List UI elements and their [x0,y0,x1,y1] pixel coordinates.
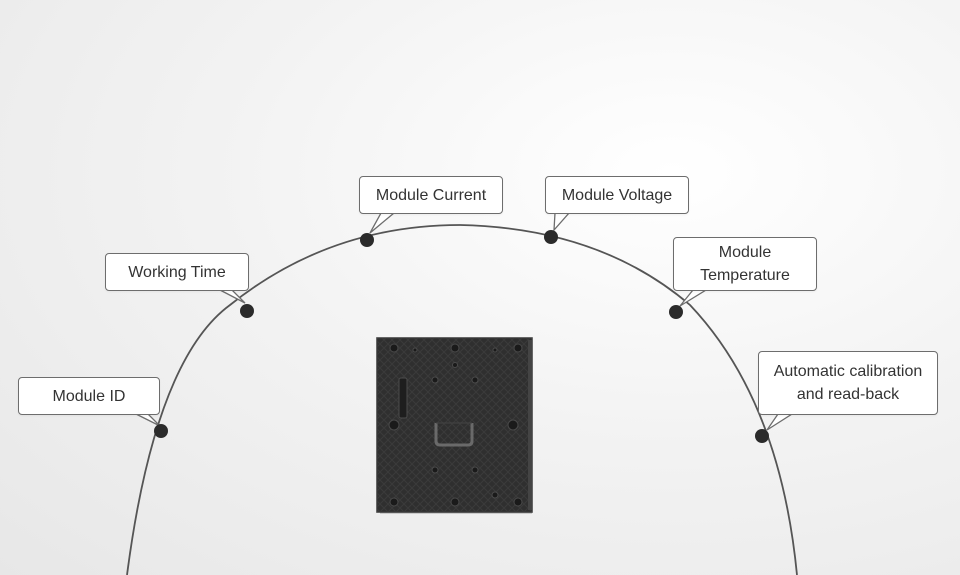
callout-tail-module-current [369,212,396,234]
callout-label-module-id: Module ID [52,387,126,405]
callout-working-time: Working Time [105,253,249,291]
callout-module-voltage: Module Voltage [545,176,689,214]
callout-label-module-current: Module Current [375,186,487,204]
feature-arc [126,224,798,575]
callout-module-temperature: Module Temperature [673,237,817,291]
callout-tail-module-temperature [679,289,709,307]
dot-working-time [240,304,254,318]
callout-label-module-temperature: Module Temperature [700,244,790,284]
dot-module-voltage [544,230,558,244]
dot-auto-calibration [755,429,769,443]
dot-module-temperature [669,305,683,319]
dot-module-current [360,233,374,247]
callout-tail-module-voltage [553,212,571,232]
led-module-panel-icon [376,337,533,514]
callout-module-current: Module Current [359,176,503,214]
callout-tail-auto-calibration [766,413,795,431]
callout-label-auto-calibration: Automatic calibration and read-back [773,363,923,403]
dot-module-id [154,424,168,438]
callout-label-module-voltage: Module Voltage [561,186,673,204]
callout-auto-calibration: Automatic calibration and read-back [758,351,938,415]
callout-label-working-time: Working Time [128,263,226,281]
callout-tail-module-id [135,413,161,427]
callout-module-id: Module ID [18,377,160,415]
